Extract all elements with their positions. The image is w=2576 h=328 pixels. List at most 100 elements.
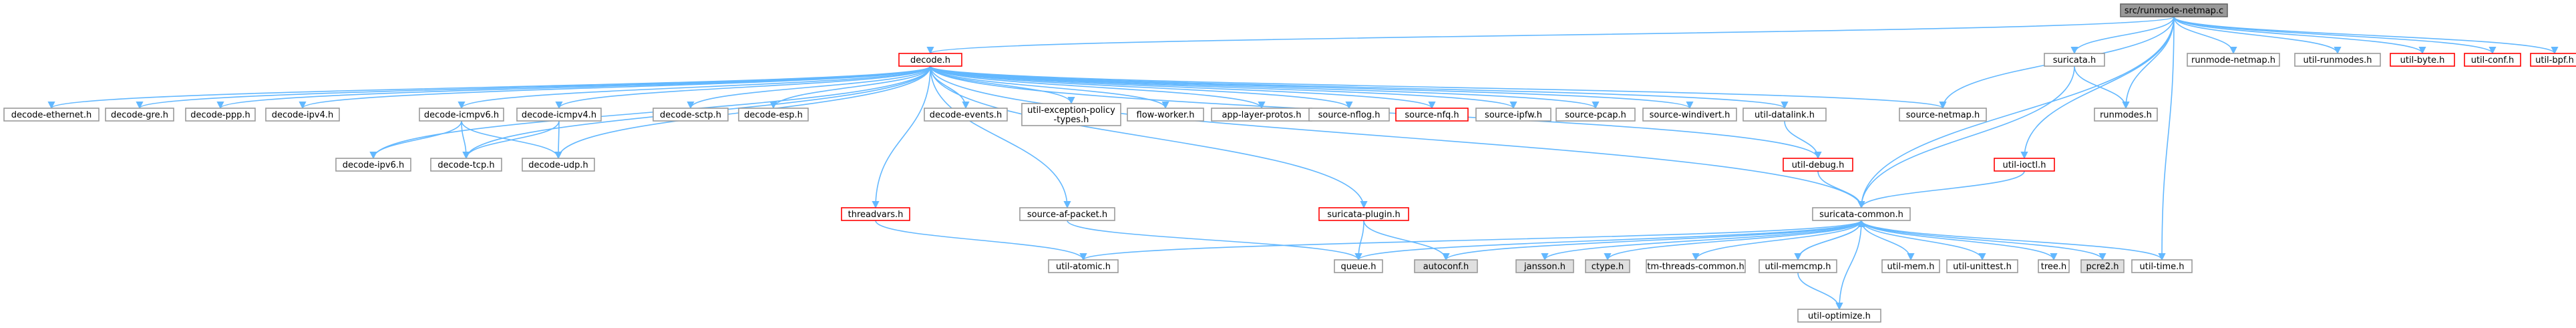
node-box bbox=[924, 108, 1008, 122]
node-decode-ipv6[interactable]: decode-ipv6.h bbox=[335, 158, 411, 172]
edge-decode-to-suricata-plugin bbox=[930, 65, 1368, 209]
node-suricata-common[interactable]: suricata-common.h bbox=[1812, 207, 1911, 221]
node-source-nfq[interactable]: source-nfq.h bbox=[1395, 108, 1469, 122]
edge-decode-to-decode-icmpv6 bbox=[457, 65, 931, 110]
node-runmode-netmap[interactable]: runmode-netmap.h bbox=[2187, 53, 2280, 67]
node-box bbox=[2080, 259, 2125, 273]
node-decode[interactable]: decode.h bbox=[898, 53, 962, 67]
edge-root-to-util-ioctl bbox=[2020, 16, 2175, 160]
node-util-ioctl[interactable]: util-ioctl.h bbox=[1994, 158, 2055, 172]
node-runmodes[interactable]: runmodes.h bbox=[2094, 108, 2158, 122]
edge-suricata-common-to-util-unittest bbox=[1861, 220, 1986, 261]
node-util-datalink[interactable]: util-datalink.h bbox=[1742, 108, 1827, 122]
node-box bbox=[419, 108, 504, 122]
node-decode-ipv4[interactable]: decode-ipv4.h bbox=[265, 108, 340, 122]
node-tree[interactable]: tree.h bbox=[2038, 259, 2070, 273]
edge-source-af-packet-to-queue bbox=[1067, 220, 1362, 261]
node-label: tm-threads-common.h bbox=[1647, 262, 1744, 272]
node-decode-udp[interactable]: decode-udp.h bbox=[522, 158, 595, 172]
node-box bbox=[2187, 53, 2280, 67]
node-queue[interactable]: queue.h bbox=[1334, 259, 1383, 273]
node-box bbox=[1812, 207, 1911, 221]
node-box bbox=[105, 108, 174, 122]
node-decode-tcp[interactable]: decode-tcp.h bbox=[430, 158, 502, 172]
node-util-time[interactable]: util-time.h bbox=[2131, 259, 2193, 273]
node-label: decode.h bbox=[910, 55, 950, 65]
node-box bbox=[1127, 108, 1204, 122]
node-label: util-unittest.h bbox=[1953, 262, 2012, 272]
edge-root-to-util-bpf bbox=[2173, 16, 2559, 55]
node-util-exception[interactable]: util-exception-policy-types.h bbox=[1021, 103, 1121, 126]
node-tm-threads-common[interactable]: tm-threads-common.h bbox=[1646, 259, 1746, 273]
node-decode-ethernet[interactable]: decode-ethernet.h bbox=[3, 108, 100, 122]
node-source-nflog[interactable]: source-nflog.h bbox=[1308, 108, 1390, 122]
node-box bbox=[1585, 259, 1630, 273]
edge-suricata-common-to-jansson bbox=[1541, 220, 1862, 261]
node-box bbox=[1642, 108, 1737, 122]
node-app-layer-protos[interactable]: app-layer-protos.h bbox=[1211, 108, 1312, 122]
node-label: decode-icmpv4.h bbox=[522, 110, 596, 120]
node-source-netmap[interactable]: source-netmap.h bbox=[1899, 108, 1987, 122]
node-box bbox=[185, 108, 256, 122]
node-label: decode-ppp.h bbox=[190, 110, 250, 120]
node-label: decode-udp.h bbox=[528, 160, 588, 170]
edge-suricata-common-to-util-time bbox=[1861, 220, 2166, 261]
node-decode-gre[interactable]: decode-gre.h bbox=[105, 108, 174, 122]
node-decode-events[interactable]: decode-events.h bbox=[924, 108, 1008, 122]
node-label: source-windivert.h bbox=[1650, 110, 1730, 120]
node-label: tree.h bbox=[2041, 262, 2067, 272]
edge-util-memcmp-to-suricata-common bbox=[1797, 219, 1865, 261]
edge-decode-to-app-layer-protos bbox=[930, 65, 1266, 110]
node-decode-esp[interactable]: decode-esp.h bbox=[738, 108, 809, 122]
node-label: decode-ethernet.h bbox=[11, 110, 91, 120]
node-decode-icmpv6[interactable]: decode-icmpv6.h bbox=[419, 108, 504, 122]
node-util-optimize[interactable]: util-optimize.h bbox=[1797, 309, 1881, 323]
node-box bbox=[1048, 259, 1119, 273]
node-label: source-nfq.h bbox=[1405, 110, 1459, 120]
node-label: decode-icmpv6.h bbox=[424, 110, 499, 120]
node-util-memcmp[interactable]: util-memcmp.h bbox=[1759, 259, 1837, 273]
node-box bbox=[1318, 207, 1409, 221]
node-decode-sctp[interactable]: decode-sctp.h bbox=[653, 108, 729, 122]
edge-util-ioctl-to-suricata-common bbox=[1857, 170, 2025, 209]
node-util-unittest[interactable]: util-unittest.h bbox=[1946, 259, 2018, 273]
node-box bbox=[3, 108, 100, 122]
node-label: util-exception-policy-types.h bbox=[1027, 106, 1115, 125]
edge-decode-icmpv4-to-decode-tcp bbox=[462, 120, 560, 160]
node-util-byte[interactable]: util-byte.h bbox=[2390, 53, 2455, 67]
node-source-af-packet[interactable]: source-af-packet.h bbox=[1019, 207, 1115, 221]
edge-decode-to-source-ipfw bbox=[930, 65, 1517, 110]
edge-decode-to-flow-worker bbox=[930, 65, 1169, 110]
node-util-mem[interactable]: util-mem.h bbox=[1881, 259, 1940, 273]
edge-suricata-common-to-autoconf bbox=[1442, 220, 1862, 261]
node-decode-ppp[interactable]: decode-ppp.h bbox=[185, 108, 256, 122]
node-util-debug[interactable]: util-debug.h bbox=[1783, 158, 1853, 172]
node-label: decode-esp.h bbox=[744, 110, 803, 120]
node-label: threadvars.h bbox=[848, 210, 904, 220]
node-util-atomic[interactable]: util-atomic.h bbox=[1048, 259, 1119, 273]
node-box bbox=[653, 108, 729, 122]
node-suricata[interactable]: suricata.h bbox=[2044, 53, 2105, 67]
node-decode-icmpv4[interactable]: decode-icmpv4.h bbox=[516, 108, 602, 122]
node-util-conf[interactable]: util-conf.h bbox=[2464, 53, 2521, 67]
node-label: util-ioctl.h bbox=[2002, 160, 2046, 170]
node-flow-worker[interactable]: flow-worker.h bbox=[1127, 108, 1204, 122]
node-root: src/runmode-netmap.c bbox=[2120, 3, 2228, 17]
node-box bbox=[522, 158, 595, 172]
node-suricata-plugin[interactable]: suricata-plugin.h bbox=[1318, 207, 1409, 221]
edge-root-to-util-runmodes bbox=[2173, 16, 2342, 55]
node-util-bpf[interactable]: util-bpf.h bbox=[2530, 53, 2576, 67]
edge-decode-to-source-nfq bbox=[930, 65, 1436, 110]
node-label: decode-sctp.h bbox=[660, 110, 721, 120]
node-label: app-layer-protos.h bbox=[1222, 110, 1301, 120]
node-util-runmodes[interactable]: util-runmodes.h bbox=[2294, 53, 2381, 67]
node-jansson: jansson.h bbox=[1515, 259, 1574, 273]
edge-suricata-common-to-util-atomic bbox=[1079, 220, 1862, 261]
node-box bbox=[1515, 259, 1574, 273]
node-source-pcap[interactable]: source-pcap.h bbox=[1555, 108, 1636, 122]
node-source-ipfw[interactable]: source-ipfw.h bbox=[1475, 108, 1551, 122]
node-threadvars[interactable]: threadvars.h bbox=[841, 207, 910, 221]
node-source-windivert[interactable]: source-windivert.h bbox=[1642, 108, 1737, 122]
node-box bbox=[2038, 259, 2070, 273]
